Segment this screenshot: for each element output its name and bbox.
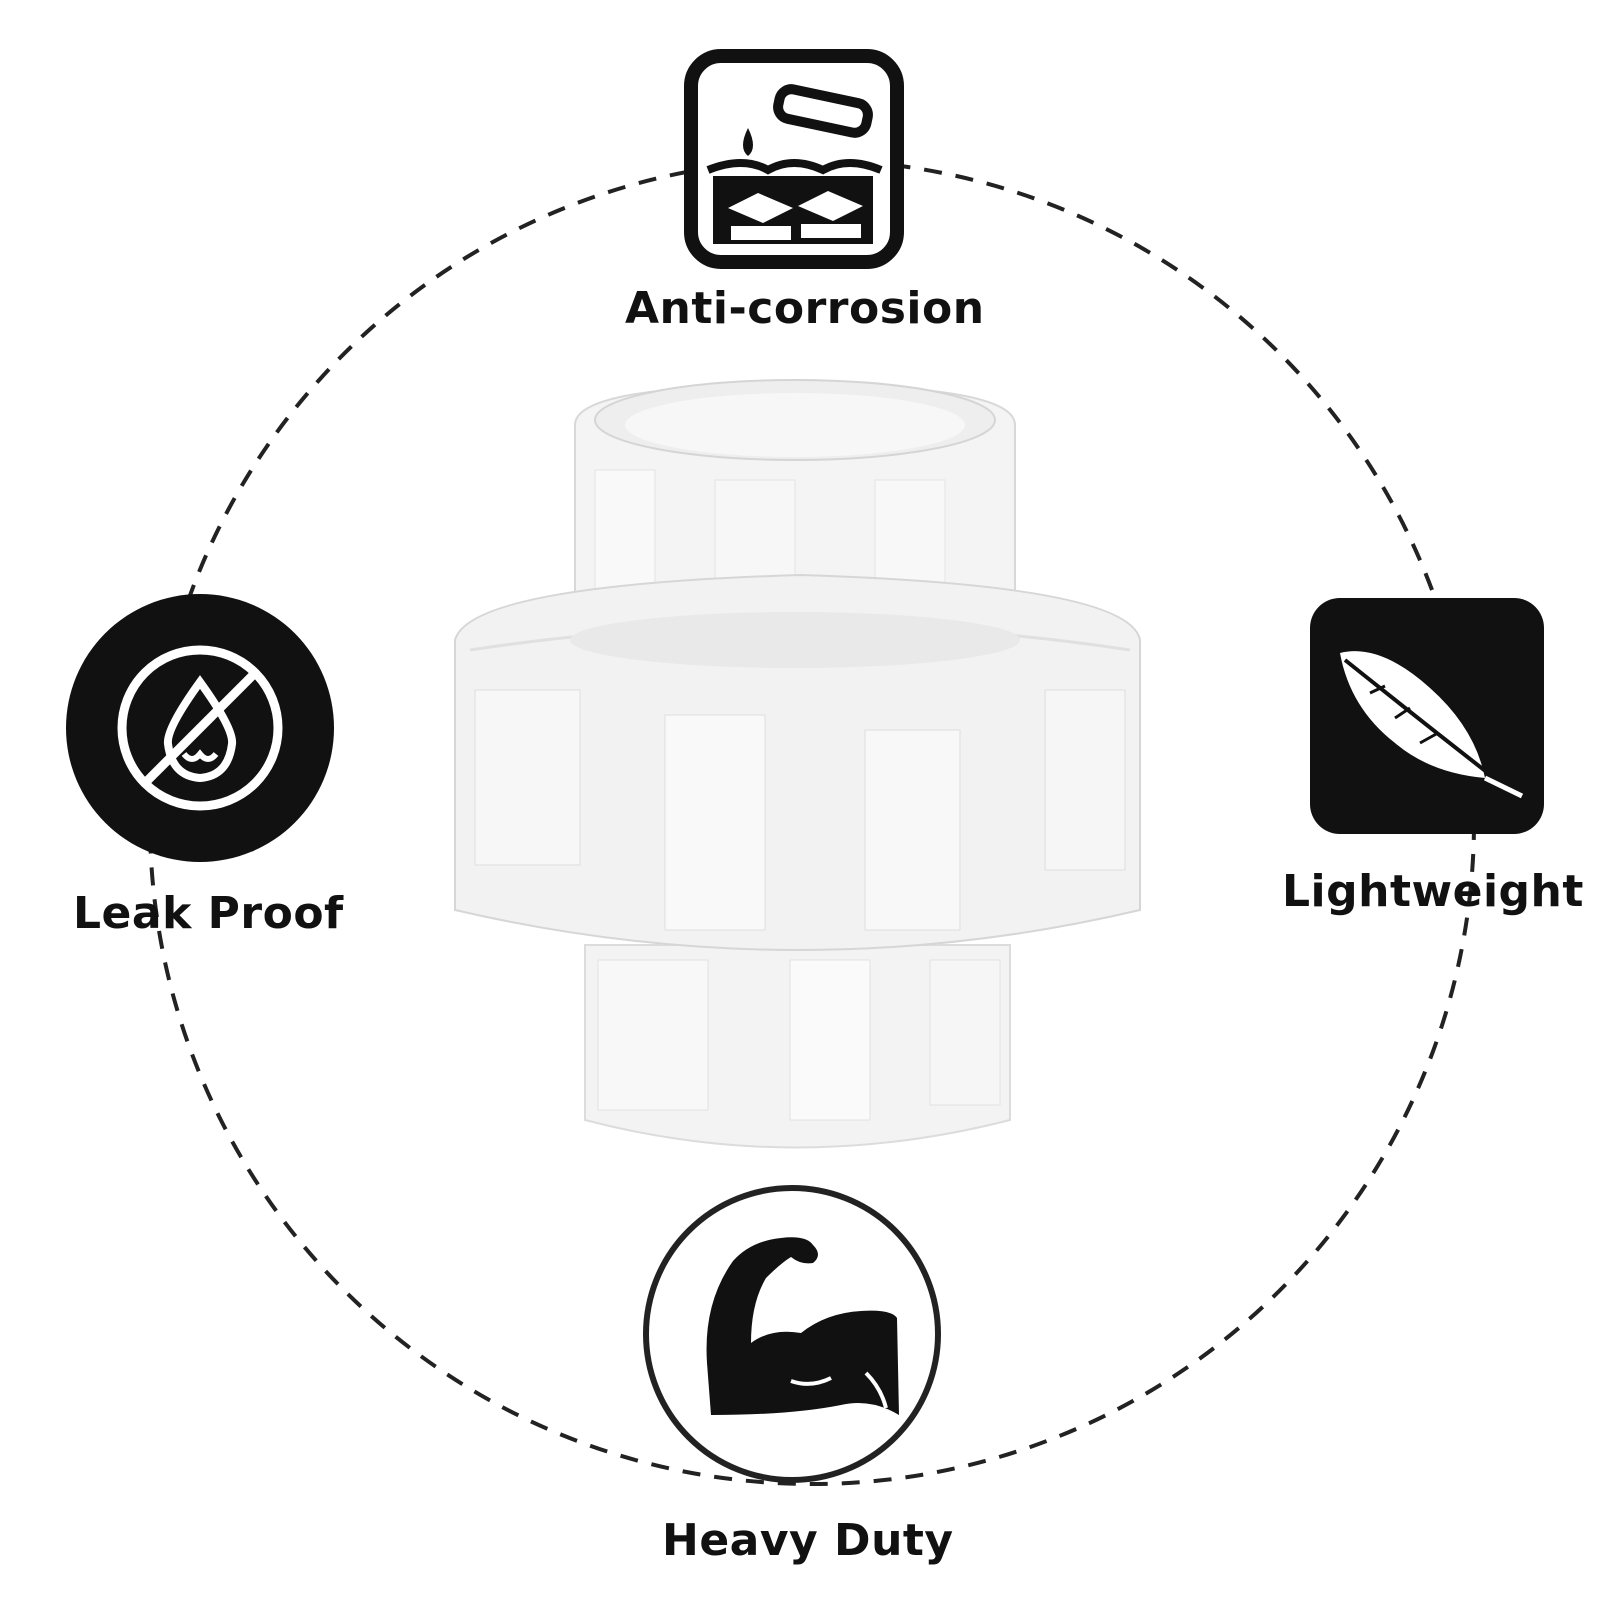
flexed-arm-icon xyxy=(643,1185,941,1483)
pvc-union-fitting xyxy=(454,379,1141,1149)
leak-proof-label: Leak Proof xyxy=(73,888,344,939)
feather-icon xyxy=(1310,598,1544,834)
anti-corrosion-label: Anti-corrosion xyxy=(625,283,985,334)
lightweight-label: Lightweight xyxy=(1282,866,1584,917)
chemical-corrosion-icon xyxy=(684,49,904,269)
heavy-duty-label: Heavy Duty xyxy=(662,1515,954,1566)
no-leak-drop-icon xyxy=(66,594,334,862)
